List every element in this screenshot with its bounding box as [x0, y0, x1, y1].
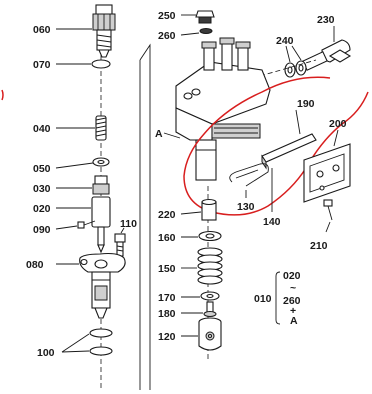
- label-050: 050: [33, 163, 51, 175]
- label-010: 010: [254, 293, 272, 305]
- label-030: 030: [33, 183, 51, 195]
- label-140: 140: [263, 216, 281, 228]
- part-230-bolt[interactable]: [302, 39, 352, 71]
- range-tilde: ~: [290, 282, 296, 294]
- part-120-tappet[interactable]: [198, 317, 222, 351]
- label-070: 070: [33, 59, 51, 71]
- part-220-sleeve[interactable]: [201, 198, 217, 221]
- part-200-cover-plate[interactable]: [303, 143, 351, 203]
- label-120: 120: [158, 331, 176, 343]
- label-A: A: [155, 128, 163, 140]
- part-090-screw[interactable]: [77, 220, 96, 229]
- range-end: 260: [283, 295, 301, 307]
- part-030-pin[interactable]: [92, 175, 110, 195]
- label-100: 100: [37, 347, 55, 359]
- part-060-fitting[interactable]: [92, 4, 116, 58]
- part-150-plunger-spring[interactable]: [197, 247, 223, 285]
- left-highlight-fragment: [1, 89, 4, 101]
- label-230: 230: [317, 14, 335, 26]
- part-210-screw[interactable]: [323, 199, 333, 221]
- label-260: 260: [158, 30, 176, 42]
- label-190: 190: [297, 98, 315, 110]
- pump-fuel-axis: [259, 59, 317, 77]
- part-190-rail[interactable]: [261, 133, 317, 170]
- label-240: 240: [276, 35, 294, 47]
- part-130-spring[interactable]: [229, 163, 269, 187]
- part-050-washer[interactable]: [92, 157, 110, 167]
- label-160: 160: [158, 232, 176, 244]
- label-060: 060: [33, 24, 51, 36]
- label-210: 210: [310, 240, 328, 252]
- range-A: A: [290, 315, 298, 327]
- part-070-oring[interactable]: [91, 59, 111, 69]
- range-start: 020: [283, 270, 301, 282]
- part-110-bolt[interactable]: [114, 233, 126, 257]
- part-260-washer[interactable]: [199, 28, 213, 34]
- label-090: 090: [33, 224, 51, 236]
- range-plus: +: [290, 305, 296, 317]
- part-080-nozzle-holder[interactable]: [79, 252, 126, 319]
- label-020: 020: [33, 203, 51, 215]
- label-130: 130: [237, 201, 255, 213]
- part-040-spring[interactable]: [95, 115, 107, 141]
- part-100-rings[interactable]: [89, 328, 113, 356]
- label-080: 080: [26, 259, 44, 271]
- label-040: 040: [33, 123, 51, 135]
- label-180: 180: [158, 308, 176, 320]
- label-220: 220: [158, 209, 176, 221]
- label-110: 110: [120, 218, 137, 230]
- label-170: 170: [158, 292, 176, 304]
- label-150: 150: [158, 263, 176, 275]
- part-160-spring-seat[interactable]: [198, 230, 222, 242]
- label-250: 250: [158, 10, 176, 22]
- part-170-lower-seat[interactable]: [200, 291, 220, 301]
- part-250-plug[interactable]: [195, 10, 215, 24]
- part-180-plunger[interactable]: [203, 301, 217, 317]
- part-020-nozzle[interactable]: [91, 196, 111, 254]
- assembly-range-note: 010 020 ~ 260 + A: [254, 270, 301, 327]
- label-200: 200: [329, 118, 347, 130]
- part-A-pump-housing[interactable]: [139, 37, 271, 390]
